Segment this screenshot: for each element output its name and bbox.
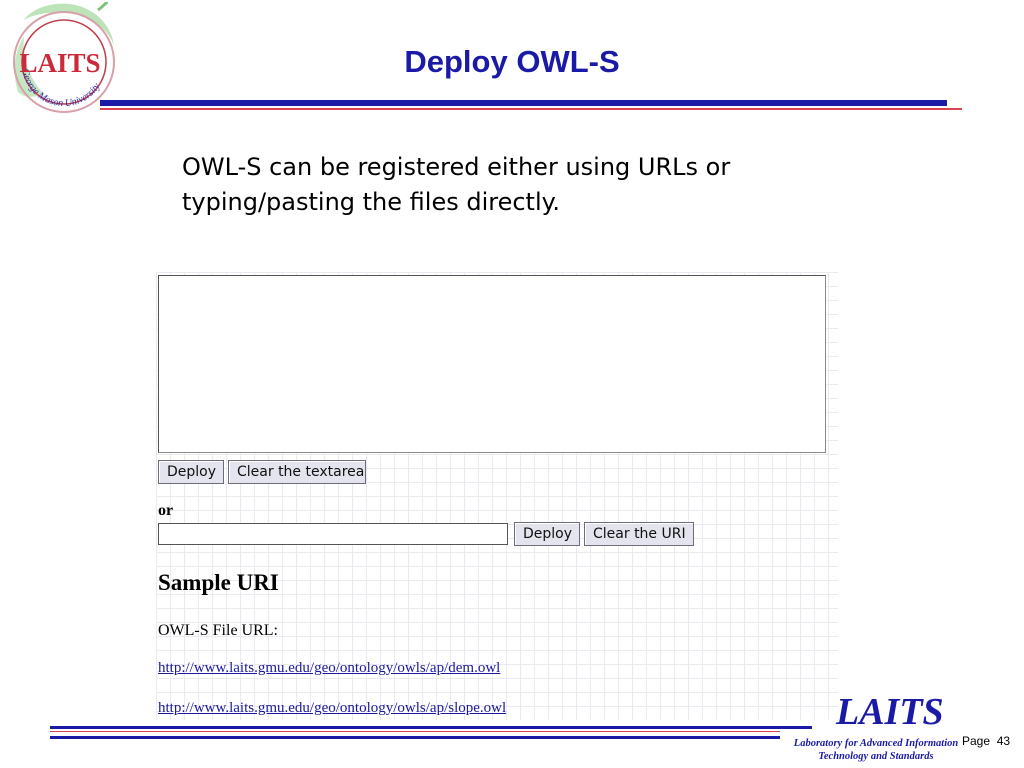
- footer-org-line2: Technology and Standards: [818, 751, 934, 762]
- sample-link-slope[interactable]: http://www.laits.gmu.edu/geo/ontology/ow…: [158, 700, 507, 716]
- deploy-textarea-button[interactable]: Deploy: [158, 460, 224, 484]
- slide-title: Deploy OWL-S: [404, 44, 620, 79]
- bottom-rule-blue: [50, 726, 812, 729]
- sample-uri-heading: Sample URI: [158, 570, 279, 595]
- laits-logo-icon: George Mason University LAITS: [13, 0, 115, 113]
- body-text: OWL-S can be registered either using URL…: [182, 153, 731, 216]
- clear-uri-button[interactable]: Clear the URI: [584, 522, 694, 546]
- footer-brand: LAITS: [836, 691, 944, 733]
- top-rule-red: [100, 108, 962, 110]
- laits-logo: George Mason University LAITS: [4, 0, 122, 116]
- sample-link-dem[interactable]: http://www.laits.gmu.edu/geo/ontology/ow…: [158, 660, 501, 676]
- footer-org-line1: Laboratory for Advanced Information: [793, 738, 959, 749]
- bottom-rule-blue-lower: [50, 736, 780, 739]
- uri-input[interactable]: [158, 523, 508, 545]
- bottom-rule-red: [50, 731, 780, 732]
- logo-text: LAITS: [19, 48, 100, 78]
- owls-file-url-label: OWL-S File URL:: [158, 622, 278, 639]
- owls-textarea[interactable]: [158, 275, 826, 453]
- deploy-form-panel: Deploy Clear the textarea or Deploy Clea…: [156, 272, 838, 720]
- page-label: Page: [962, 734, 991, 748]
- or-label: or: [158, 502, 174, 519]
- deploy-uri-button[interactable]: Deploy: [514, 522, 580, 546]
- clear-textarea-button[interactable]: Clear the textarea: [228, 460, 366, 484]
- page-number: Page 43: [962, 734, 1010, 748]
- page-number-value: 43: [996, 734, 1011, 748]
- footer-org: Laboratory for Advanced Information Tech…: [782, 737, 970, 763]
- top-rule-blue: [100, 100, 947, 106]
